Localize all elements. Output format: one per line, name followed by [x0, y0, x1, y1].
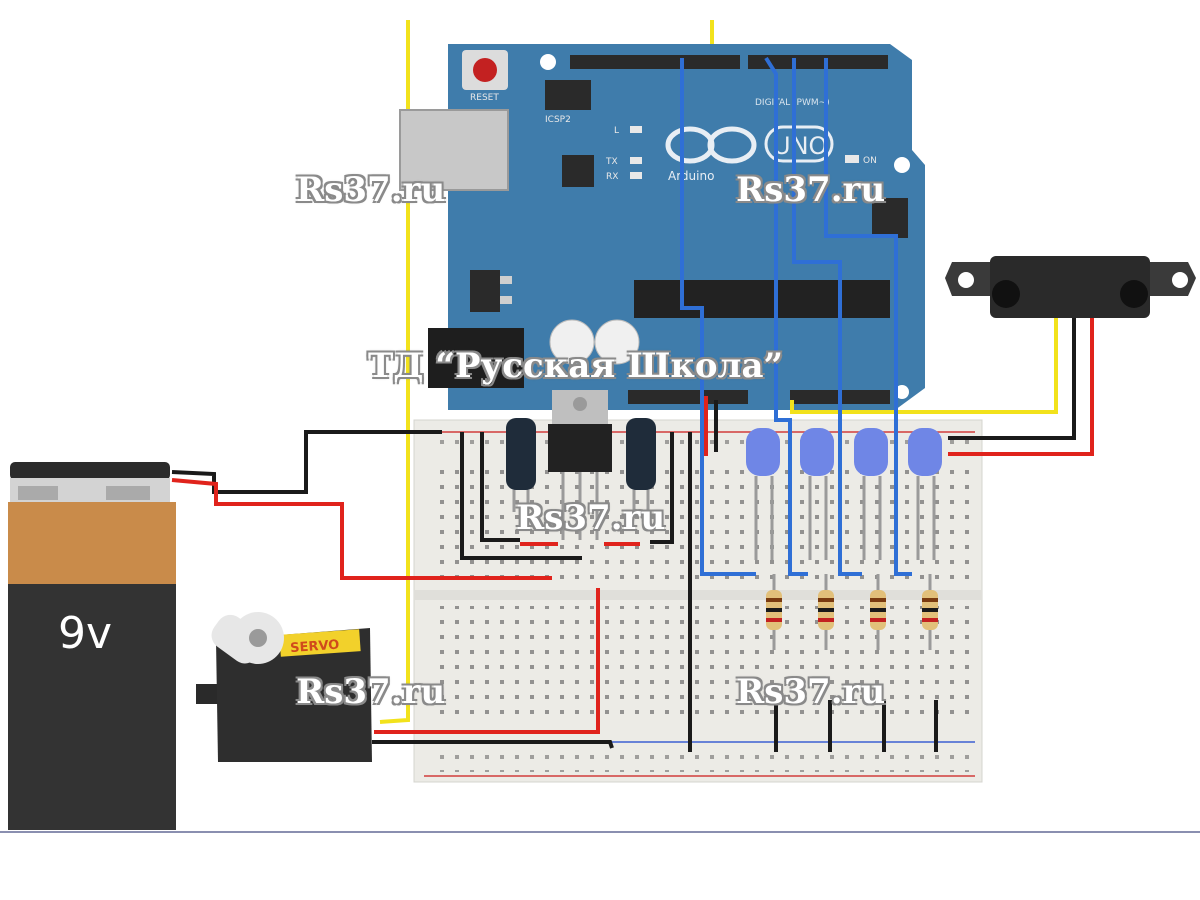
- usb-chip: [562, 155, 594, 187]
- resistor-4: [922, 574, 938, 650]
- atmega-chip: [634, 280, 890, 318]
- servo-power-wire: [374, 588, 600, 734]
- servo-label: SERVO: [290, 638, 340, 656]
- tx-label: TX: [605, 157, 618, 167]
- battery-positive-wire: [171, 478, 552, 580]
- resistor-1: [766, 574, 782, 650]
- led-signal-wires: [680, 56, 912, 576]
- battery-9v: 9v: [8, 462, 176, 830]
- sensor-power-wire: [948, 318, 1094, 456]
- reset-label: RESET: [470, 93, 499, 103]
- servo-signal-wire: [379, 20, 410, 724]
- led-1: [746, 428, 780, 560]
- header-top-right: [748, 55, 888, 69]
- arduino-logo: [665, 126, 757, 164]
- ir-distance-sensor: [945, 256, 1196, 318]
- header-top-left: [570, 55, 740, 69]
- reset-button: [473, 58, 497, 82]
- led-2: [800, 428, 834, 560]
- capacitor-left: [506, 418, 536, 512]
- icsp-header: [872, 198, 908, 238]
- servo-motor: SERVO: [196, 612, 372, 762]
- power-jack: [428, 328, 524, 388]
- led-3: [854, 428, 888, 560]
- uno-logo-text: UNO: [773, 132, 827, 160]
- icsp2-header: [545, 80, 591, 110]
- rx-label: RX: [606, 172, 618, 182]
- led-4: [908, 428, 942, 560]
- l-label: L: [614, 126, 619, 136]
- on-label: ON: [863, 156, 877, 166]
- power-header: [628, 390, 748, 404]
- usb-connector: [399, 109, 509, 191]
- brand-text: Arduino: [668, 169, 714, 183]
- resistor-2: [818, 574, 834, 650]
- battery-label: 9v: [58, 608, 112, 659]
- resistor-ground-jumpers: [774, 700, 938, 752]
- voltage-regulator-7805: [548, 390, 612, 540]
- icsp2-label: ICSP2: [545, 115, 571, 125]
- voltage-regulator: [470, 270, 500, 312]
- arduino-uno-board: RESET ICSP2 DIGITAL (PWM~) L TX RX ON UN…: [399, 44, 925, 410]
- capacitor-right: [626, 418, 656, 512]
- battery-negative-wire: [171, 430, 442, 494]
- servo-ground-wire: [372, 740, 614, 749]
- sensor-signal-wire: [790, 318, 1058, 414]
- resistor-3: [870, 574, 886, 650]
- sensor-ground-wire: [948, 318, 1076, 440]
